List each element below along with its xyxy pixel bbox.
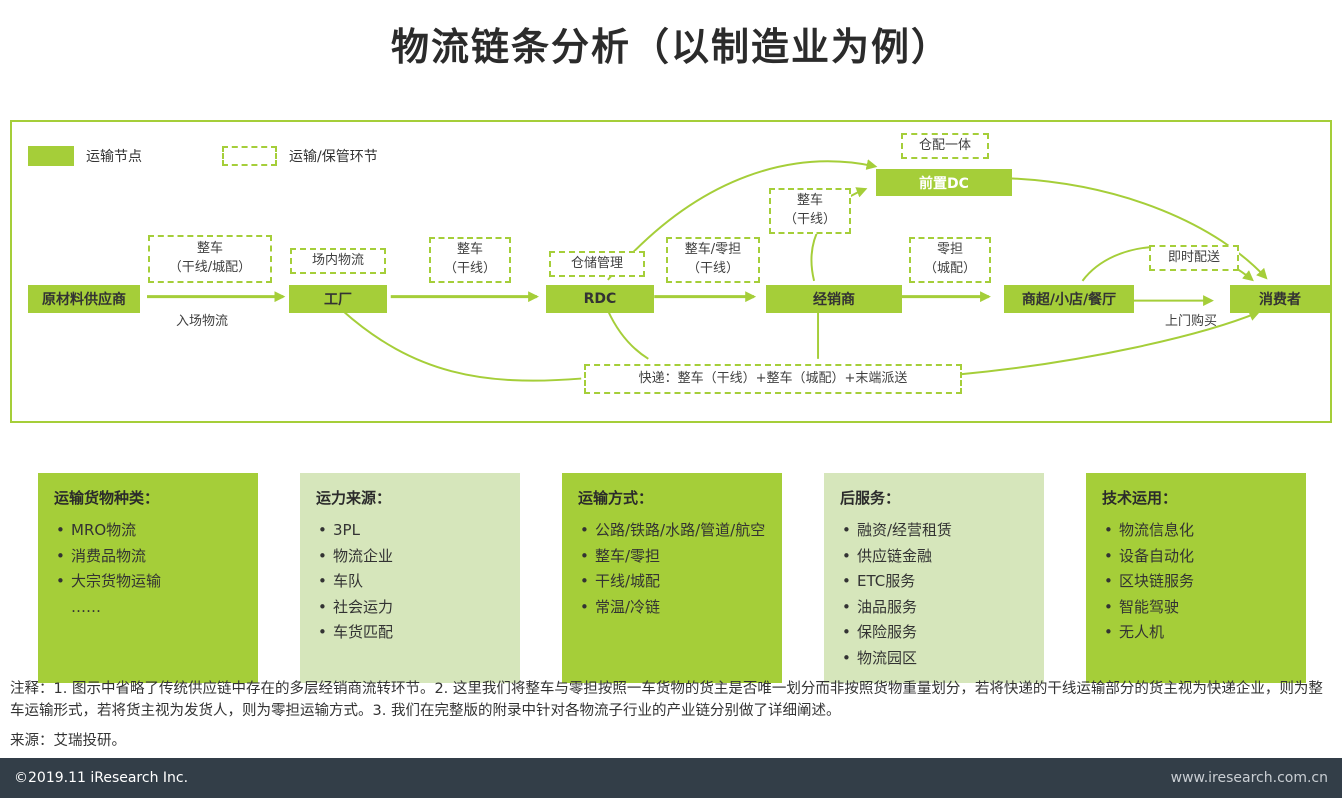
info-box-list: 物流信息化设备自动化区块链服务智能驾驶无人机 — [1102, 518, 1290, 646]
info-item: 设备自动化 — [1102, 544, 1290, 570]
info-box-technology: 技术运用： 物流信息化设备自动化区块链服务智能驾驶无人机 — [1086, 473, 1306, 683]
info-item: 3PL — [316, 518, 504, 544]
legend: 运输节点 运输/保管环节 — [28, 146, 378, 166]
page-title: 物流链条分析（以制造业为例） — [390, 25, 951, 69]
footer-copyright: ©2019.11 iResearch Inc. — [14, 770, 189, 786]
info-box-title: 运输货物种类： — [54, 489, 160, 507]
footer-url: www.iresearch.com.cn — [1170, 770, 1328, 786]
info-box-title: 运力来源： — [316, 489, 392, 507]
link-ltl-city: 零担 （城配） — [909, 237, 991, 283]
info-box-list: 融资/经营租赁供应链金融ETC服务油品服务保险服务物流园区 — [840, 518, 1028, 671]
source-text: 来源：艾瑞投研。 — [10, 732, 126, 749]
info-box-transport-modes: 运输方式： 公路/铁路/水路/管道/航空整车/零担干线/城配常温/冷链 — [562, 473, 782, 683]
info-item: 消费品物流 — [54, 544, 242, 570]
info-item: 大宗货物运输 — [54, 569, 242, 595]
info-item: 公路/铁路/水路/管道/航空 — [578, 518, 766, 544]
info-box-cargo-types: 运输货物种类： MRO物流消费品物流大宗货物运输 …… — [38, 473, 258, 683]
info-box-after-services: 后服务： 融资/经营租赁供应链金融ETC服务油品服务保险服务物流园区 — [824, 473, 1044, 683]
legend-link-swatch — [222, 146, 277, 166]
legend-node-swatch — [28, 146, 74, 166]
notes: 注释：1. 图示中省略了传统供应链中存在的多层经销商流转环节。2. 这里我们将整… — [10, 678, 1332, 752]
link-express-chain: 快递：整车（干线）+整车（城配）+末端派送 — [584, 364, 962, 394]
link-warehouse-management: 仓储管理 — [549, 251, 645, 277]
link-ftl-trunk-b: 整车 （干线） — [769, 188, 851, 234]
link-warehouse-delivery-integration: 仓配一体 — [901, 133, 989, 159]
node-distributor: 经销商 — [766, 285, 902, 313]
info-box-capacity-sources: 运力来源： 3PL物流企业车队社会运力车货匹配 — [300, 473, 520, 683]
node-retail: 商超/小店/餐厅 — [1004, 285, 1134, 313]
footer-bar: ©2019.11 iResearch Inc. www.iresearch.co… — [0, 758, 1342, 798]
info-item: MRO物流 — [54, 518, 242, 544]
info-box-list: 公路/铁路/水路/管道/航空整车/零担干线/城配常温/冷链 — [578, 518, 766, 620]
info-row: 运输货物种类： MRO物流消费品物流大宗货物运输 …… 运力来源： 3PL物流企业… — [38, 473, 1306, 683]
info-item: 无人机 — [1102, 620, 1290, 646]
info-item: 保险服务 — [840, 620, 1028, 646]
info-item: 车队 — [316, 569, 504, 595]
node-rdc: RDC — [546, 285, 654, 313]
info-item: 油品服务 — [840, 595, 1028, 621]
flow-diagram: 运输节点 运输/保管环节 原材料供应商 工厂 RDC 经销商 商超/小店/餐厅 … — [10, 120, 1332, 423]
info-box-title: 技术运用： — [1102, 489, 1178, 507]
curve-rdc-frontdc — [607, 159, 878, 281]
info-item: 物流园区 — [840, 646, 1028, 672]
label-walk-in-purchase: 上门购买 — [1164, 314, 1217, 329]
info-item: 区块链服务 — [1102, 569, 1290, 595]
info-item: 智能驾驶 — [1102, 595, 1290, 621]
link-ftl-trunk-a: 整车 （干线） — [429, 237, 511, 283]
curve-express-consumer — [957, 310, 1261, 376]
info-item: 整车/零担 — [578, 544, 766, 570]
info-item: 供应链金融 — [840, 544, 1028, 570]
curve-rdc-express — [606, 310, 649, 360]
node-factory: 工厂 — [289, 285, 387, 313]
link-ftl-trunk-city: 整车 （干线/城配） — [148, 235, 272, 283]
info-item: 常温/冷链 — [578, 595, 766, 621]
node-raw-material-supplier: 原材料供应商 — [28, 285, 140, 313]
info-item: 社会运力 — [316, 595, 504, 621]
info-item: 车货匹配 — [316, 620, 504, 646]
legend-link-label: 运输/保管环节 — [289, 149, 378, 165]
info-item: …… — [71, 597, 101, 616]
link-onsite-logistics: 场内物流 — [290, 248, 386, 274]
node-front-dc: 前置DC — [876, 169, 1012, 196]
info-item: ETC服务 — [840, 569, 1028, 595]
info-box-title: 运输方式： — [578, 489, 654, 507]
link-instant-delivery: 即时配送 — [1149, 245, 1239, 271]
info-item: 干线/城配 — [578, 569, 766, 595]
curve-frontdc-consumer — [1007, 177, 1268, 280]
node-consumer: 消费者 — [1230, 285, 1330, 313]
curve-factory-express — [341, 309, 582, 382]
legend-node-label: 运输节点 — [86, 149, 142, 165]
info-item: 物流企业 — [316, 544, 504, 570]
link-ftl-ltl-trunk: 整车/零担 （干线） — [666, 237, 760, 283]
info-box-title: 后服务： — [840, 489, 901, 507]
label-inbound-logistics: 入场物流 — [175, 314, 228, 329]
info-item: 融资/经营租赁 — [840, 518, 1028, 544]
notes-text: 注释：1. 图示中省略了传统供应链中存在的多层经销商流转环节。2. 这里我们将整… — [10, 681, 1323, 720]
info-box-list: MRO物流消费品物流大宗货物运输 …… — [54, 518, 242, 620]
info-box-list: 3PL物流企业车队社会运力车货匹配 — [316, 518, 504, 646]
info-item: 物流信息化 — [1102, 518, 1290, 544]
